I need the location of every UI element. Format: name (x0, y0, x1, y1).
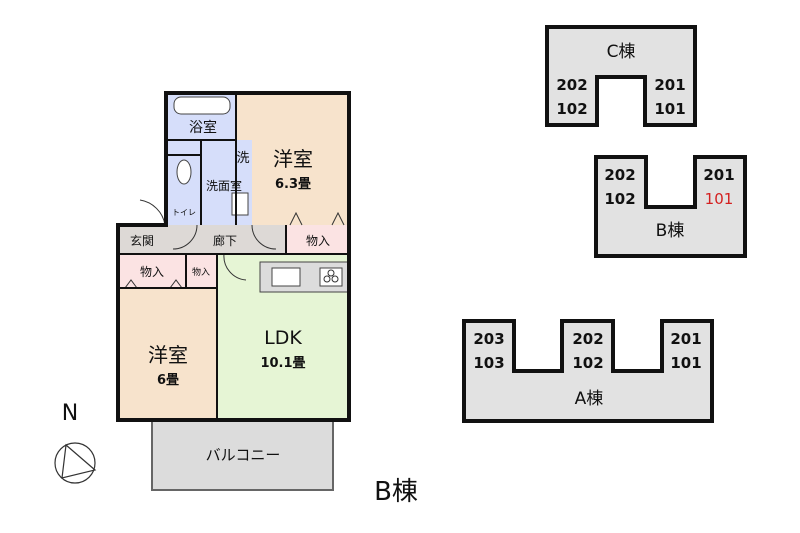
toilet-icon (176, 159, 192, 185)
unit-label: 202 (556, 76, 587, 94)
unit-label: 103 (473, 354, 504, 372)
unit-label: 201 (654, 76, 685, 94)
building-a-name: A棟 (575, 389, 604, 409)
bath-label: 浴室 (189, 119, 217, 136)
balcony-label: バルコニー (206, 446, 281, 464)
washroom-label: 洗面室 (206, 178, 242, 193)
closet-3 (186, 254, 217, 288)
toilet-label: トイレ (172, 208, 196, 217)
unit-label: 102 (556, 100, 587, 118)
washing-machine-icon (231, 192, 249, 216)
bathtub-icon (173, 96, 231, 115)
balcony (151, 419, 334, 491)
closet-2-label: 物入 (140, 265, 164, 279)
unit-label: 102 (604, 190, 635, 208)
unit-label: 202 (604, 166, 635, 184)
western-room-2 (118, 288, 217, 420)
unit-label: 201 (703, 166, 734, 184)
compass-icon (54, 442, 97, 484)
highlighted-unit-label: 101 (705, 190, 734, 208)
unit-label: 101 (654, 100, 685, 118)
stove-icon (319, 267, 343, 287)
unit-label: 102 (572, 354, 603, 372)
unit-label: 202 (572, 330, 603, 348)
entrance-door (139, 199, 166, 226)
hallway-label: 廊下 (213, 233, 237, 248)
ldk-size: 10.1畳 (260, 356, 305, 371)
closet-1 (286, 225, 349, 254)
building-c-name: C棟 (607, 42, 636, 62)
building-b: B棟 202 102 201 101 (594, 155, 747, 258)
building-a: A棟 203 103 202 102 201 101 (462, 319, 714, 423)
closet-1-label: 物入 (306, 234, 330, 248)
western-room-2-size: 6畳 (157, 373, 179, 388)
building-c: C棟 202 102 201 101 (545, 25, 697, 127)
western-room-1 (236, 93, 349, 225)
western-room-1-name: 洋室 (273, 147, 313, 171)
entrance-label: 玄関 (130, 233, 154, 248)
building-label: B棟 (374, 477, 418, 507)
unit-label: 201 (670, 330, 701, 348)
hallway-area (118, 225, 286, 254)
building-b-name: B棟 (656, 221, 685, 241)
western-room-2-name: 洋室 (148, 343, 188, 367)
sink-icon (271, 267, 301, 287)
unit-label: 101 (670, 354, 701, 372)
unit-label: 203 (473, 330, 504, 348)
closet-3-label: 物入 (192, 266, 210, 278)
north-label: N (62, 401, 78, 426)
western-room-1-size: 6.3畳 (275, 177, 311, 192)
washer-label: 洗 (236, 151, 249, 166)
ldk-name: LDK (264, 327, 302, 349)
